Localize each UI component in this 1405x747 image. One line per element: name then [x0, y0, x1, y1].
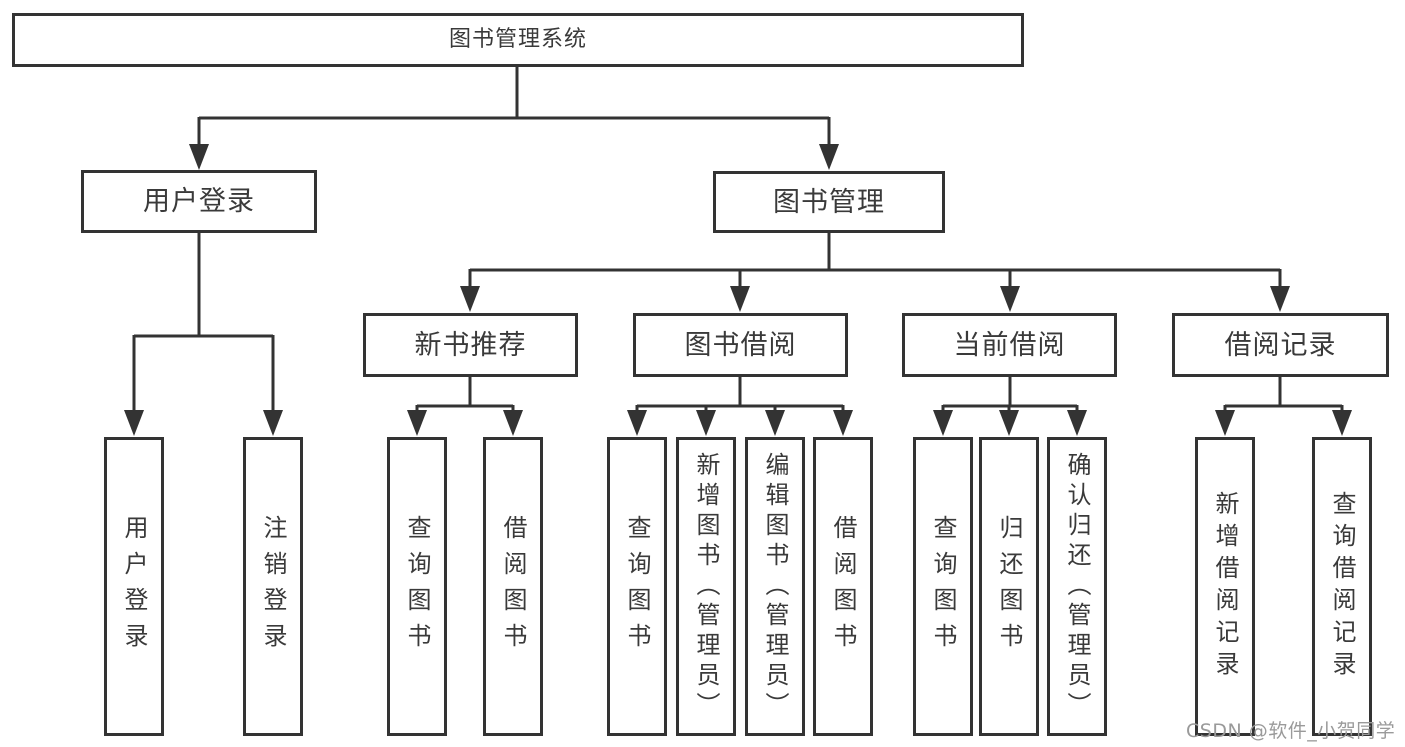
leaf-borrow-books-recommend: 借阅图书 — [483, 437, 543, 736]
node-book-management: 图书管理 — [713, 171, 945, 233]
leaf-query-books-current: 查询图书 — [913, 437, 973, 736]
leaf-borrow-books: 借阅图书 — [813, 437, 873, 736]
watermark: CSDN @软件_小贺同学 — [1186, 720, 1396, 742]
leaf-confirm-return-admin: 确认归还（管理员） — [1047, 437, 1107, 736]
node-borrowing-records: 借阅记录 — [1172, 313, 1389, 377]
node-library-management-system: 图书管理系统 — [12, 13, 1024, 67]
leaf-add-borrow-record: 新增借阅记录 — [1195, 437, 1255, 736]
leaf-user-login: 用户登录 — [104, 437, 164, 736]
node-new-book-recommend: 新书推荐 — [363, 313, 578, 377]
node-book-borrowing: 图书借阅 — [633, 313, 848, 377]
node-user-login: 用户登录 — [81, 170, 317, 233]
node-current-borrowing: 当前借阅 — [902, 313, 1117, 377]
leaf-query-books-recommend: 查询图书 — [387, 437, 447, 736]
leaf-add-books-admin: 新增图书（管理员） — [676, 437, 736, 736]
leaf-query-borrow-record: 查询借阅记录 — [1312, 437, 1372, 736]
leaf-edit-books-admin: 编辑图书（管理员） — [745, 437, 805, 736]
leaf-logout: 注销登录 — [243, 437, 303, 736]
leaf-query-books-borrowing: 查询图书 — [607, 437, 667, 736]
leaf-return-books: 归还图书 — [979, 437, 1039, 736]
